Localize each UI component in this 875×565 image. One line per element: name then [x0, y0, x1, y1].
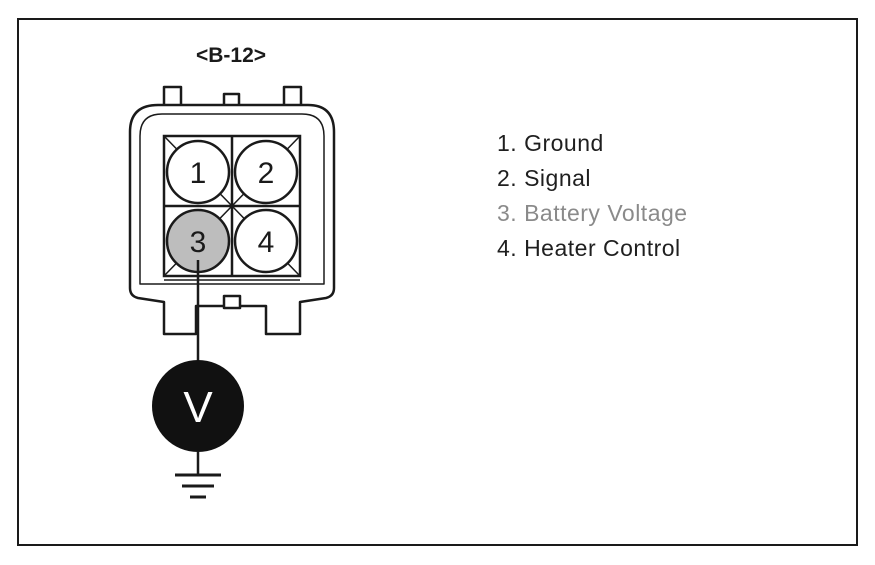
legend-item-battery-voltage: 3. Battery Voltage: [497, 200, 688, 226]
legend-item-signal: 2. Signal: [497, 165, 592, 191]
pin-3: 3: [165, 208, 231, 274]
ground-icon: [175, 473, 221, 499]
pin-2: 2: [233, 139, 299, 205]
voltmeter-symbol: V: [183, 383, 213, 432]
pin-1: 1: [165, 139, 231, 205]
voltmeter-icon: V: [152, 360, 244, 452]
pin-2-number: 2: [258, 157, 275, 190]
pin-4: 4: [233, 208, 299, 274]
pin-legend: 1. Ground 2. Signal 3. Battery Voltage 4…: [497, 126, 688, 266]
pin-4-number: 4: [258, 226, 275, 259]
pin-1-number: 1: [190, 157, 207, 190]
legend-item-ground: 1. Ground: [497, 130, 604, 156]
pin-3-number: 3: [190, 226, 207, 259]
legend-item-heater-control: 4. Heater Control: [497, 235, 681, 261]
bottom-key: [222, 294, 242, 310]
connector-label: <B-12>: [196, 44, 266, 67]
